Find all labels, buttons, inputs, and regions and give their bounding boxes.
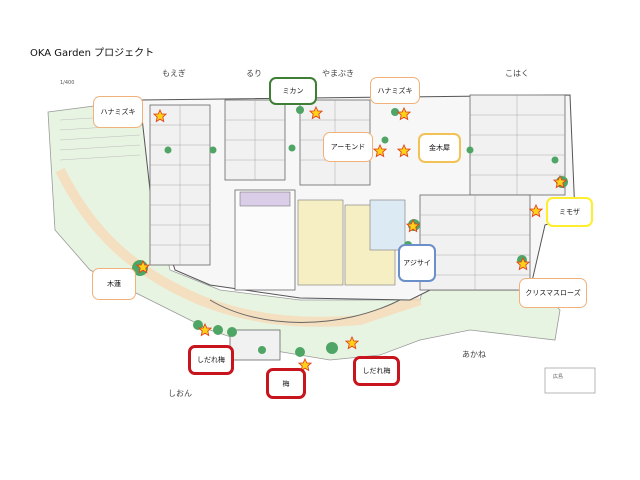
star-marker (152, 108, 168, 123)
purple-hall (239, 191, 291, 207)
callout-mokuren: 木蓮 (92, 268, 136, 300)
tree (296, 106, 304, 114)
tree (381, 136, 389, 144)
callout-christmas-rose: クリスマスローズ (519, 278, 587, 308)
wing-label-yamabuki: やまぶき (322, 69, 354, 78)
tree (466, 146, 474, 154)
legend-box (544, 367, 596, 394)
callout-hanamizuki-left: ハナミズキ (93, 96, 143, 128)
tree (213, 325, 223, 335)
tree (391, 108, 399, 116)
callout-ajisai: アジサイ (398, 244, 436, 282)
trees (132, 106, 568, 357)
lawn-area (47, 99, 561, 361)
wing-label-kohaku: こはく (505, 69, 529, 78)
star-marker (396, 106, 412, 121)
star-marker (372, 143, 388, 158)
star-marker (197, 322, 213, 337)
tree (209, 146, 217, 154)
blue-courtyard (369, 199, 406, 251)
callout-shidare-ume-right: しだれ梅 (353, 356, 400, 386)
tree (326, 342, 338, 354)
tree (164, 146, 172, 154)
callout-ume: 梅 (266, 368, 306, 399)
south-annex (229, 329, 281, 361)
legend-label: 広島 (553, 374, 564, 380)
central-hall (234, 189, 296, 291)
tree (227, 327, 237, 337)
star-marker (405, 218, 421, 233)
star-marker (528, 203, 544, 218)
star-marker (396, 143, 412, 158)
callout-hanamizuki-top: ハナミズキ (370, 77, 420, 104)
star-marker (344, 335, 360, 350)
wing-label-akane: あかね (462, 350, 486, 359)
stars (135, 105, 568, 372)
star-marker (515, 256, 531, 271)
tree (551, 156, 559, 164)
star-marker (135, 259, 151, 274)
tree (288, 144, 296, 152)
wing-label-shion: しおん (168, 389, 192, 398)
wing-label-moegi: もえぎ (162, 69, 186, 78)
entrance-arc (209, 299, 401, 323)
tree (258, 346, 266, 354)
star-marker (308, 105, 324, 120)
star-marker (552, 174, 568, 189)
callout-kinmokusei: 金木犀 (418, 133, 461, 163)
scale-label: 1/400 (60, 80, 75, 86)
callout-mimosa: ミモザ (546, 197, 593, 227)
callout-shidare-ume-left: しだれ梅 (188, 345, 234, 375)
callout-mikan: ミカン (269, 77, 317, 105)
wing-kohaku (469, 94, 566, 196)
callout-almond: アーモンド (323, 132, 373, 162)
yellow-block-1 (297, 199, 344, 286)
tree (193, 320, 203, 330)
page-title: OKA Garden プロジェクト (30, 48, 155, 59)
wing-label-ruri: るり (246, 69, 262, 78)
tree (295, 347, 305, 357)
star-marker (297, 357, 313, 372)
